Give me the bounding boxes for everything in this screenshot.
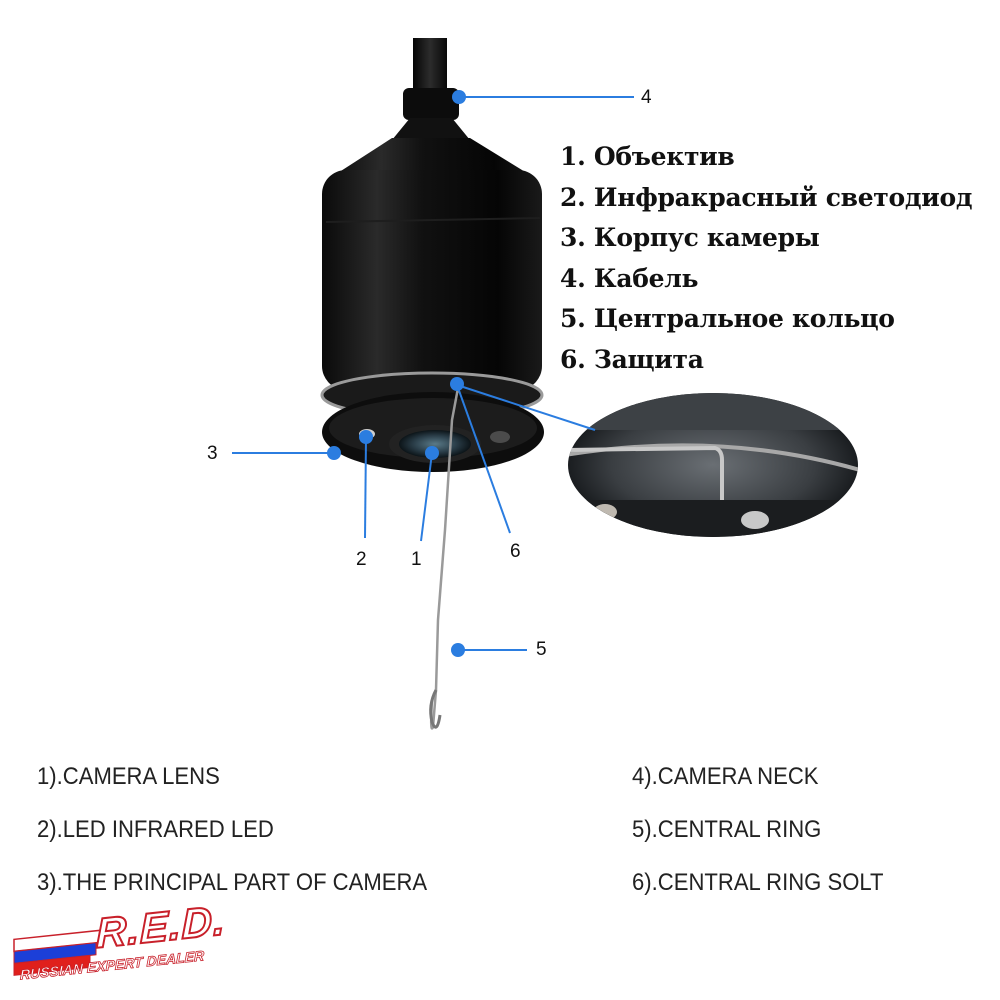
ru-legend-item-1: 1. Объектив [560, 142, 735, 171]
red-logo: R.E.D. RUSSIAN EXPERT DEALER [8, 895, 227, 990]
english-legend-right: 4).CAMERA NECK 5).CENTRAL RING 6).CENTRA… [632, 750, 884, 909]
camera-body [322, 170, 542, 390]
cable [392, 38, 470, 140]
ru-legend-item-2: 2. Инфракрасный светодиод [560, 182, 973, 212]
en-legend-item-6: 6).CENTRAL RING SOLT [632, 869, 884, 896]
en-legend-item-5: 5).CENTRAL RING [632, 816, 822, 843]
callout-label-3: 3 [207, 443, 218, 464]
callout-lines [232, 96, 634, 651]
english-legend-left: 1).CAMERA LENS 2).LED INFRARED LED 3).TH… [37, 750, 427, 909]
en-legend-item-2: 2).LED INFRARED LED [37, 816, 274, 843]
en-legend-item-1: 1).CAMERA LENS [37, 763, 220, 790]
russian-legend: 1. Объектив 2. Инфракрасный светодиод 3.… [560, 137, 973, 380]
callout-label-6: 6 [510, 541, 521, 562]
ru-legend-item-5: 5. Центральное кольцо [560, 304, 895, 333]
en-legend-item-3: 3).THE PRINCIPAL PART OF CAMERA [37, 869, 428, 896]
ru-legend-item-6: 6. Защита [560, 344, 704, 374]
camera-lens [399, 430, 471, 458]
russian-flag-icon [13, 929, 103, 976]
callout-label-1: 1 [411, 549, 422, 570]
callout-label-4: 4 [641, 87, 652, 108]
detail-inset [568, 393, 858, 537]
callout-label-2: 2 [356, 549, 367, 570]
en-legend-item-4: 4).CAMERA NECK [632, 763, 819, 790]
ru-legend-item-3: 3. Корпус камеры [560, 223, 820, 252]
ru-legend-item-4: 4. Кабель [560, 263, 699, 293]
callout-label-5: 5 [536, 639, 547, 660]
callout-dots [327, 90, 466, 657]
